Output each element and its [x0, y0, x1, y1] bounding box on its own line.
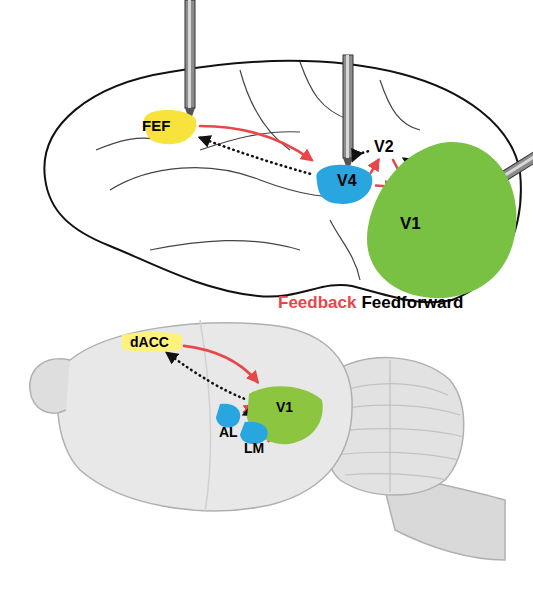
legend: Feedback Feedforward	[278, 293, 468, 313]
legend-text: Feedforward	[361, 293, 463, 312]
feedforward-arrow	[353, 151, 368, 160]
brain-area: dACC	[120, 331, 184, 353]
area-label: V1	[400, 216, 421, 232]
brain-area: V2	[368, 134, 404, 160]
area-label: FEF	[142, 118, 170, 134]
legend-entry: Feedback	[278, 293, 356, 312]
feedback-arrow	[371, 160, 378, 173]
electrode	[185, 0, 195, 122]
area-label: dACC	[130, 334, 169, 350]
feedback-arrow	[200, 126, 312, 160]
feedforward-arrow	[167, 353, 244, 399]
feedback-arrow	[184, 346, 257, 382]
monkey-brain-outline	[44, 61, 520, 302]
mouse-brain	[30, 320, 505, 560]
area-label: V1	[276, 399, 293, 415]
feedforward-arrow	[200, 138, 310, 174]
area-label: AL	[219, 424, 238, 440]
brain-area: LM	[238, 420, 272, 456]
brain-area: V1	[362, 128, 518, 300]
area-shape	[362, 128, 518, 300]
brain-area: V4	[310, 160, 376, 206]
electrode	[343, 55, 353, 172]
legend-entry: Feedforward	[361, 293, 463, 312]
brain-area: AL	[214, 402, 244, 440]
area-label: V4	[337, 173, 357, 189]
area-label: V2	[374, 139, 394, 155]
legend-text: Feedback	[278, 293, 356, 312]
brain-area: FEF	[138, 106, 200, 146]
area-label: LM	[244, 440, 264, 456]
